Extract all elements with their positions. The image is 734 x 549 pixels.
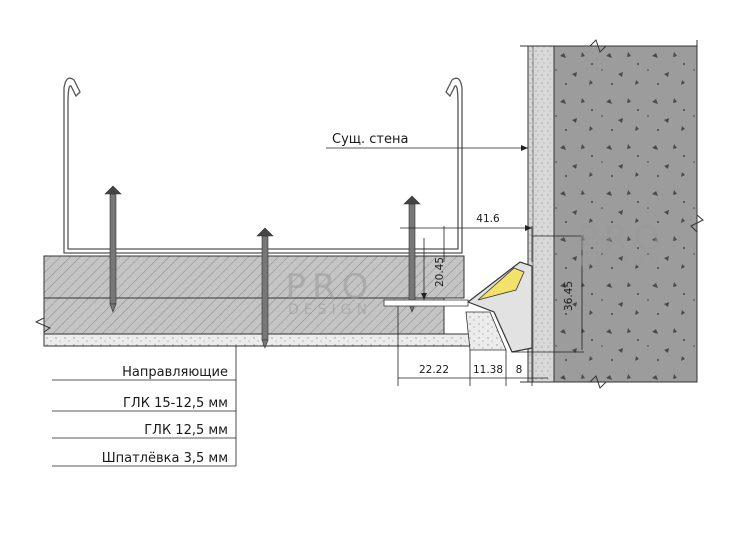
dim-22-22: 22.22 — [419, 364, 449, 376]
dim-41-6: 41.6 — [476, 213, 500, 225]
label-guides: Направляющие — [122, 365, 228, 380]
label-gkl-15-12-5: ГЛК 15-12,5 мм — [123, 396, 228, 411]
left-break-mark — [34, 256, 52, 346]
watermark-right-design: DESIGN — [580, 254, 664, 270]
label-gkl-12-5: ГЛК 12,5 мм — [144, 423, 228, 438]
screws — [104, 185, 421, 349]
dim-11-38: 11.38 — [473, 364, 503, 376]
dimension-lines — [52, 145, 584, 467]
watermark-right: PRO DESIGN — [578, 219, 667, 270]
putty-layer — [43, 333, 479, 347]
screw-1 — [104, 185, 122, 313]
gypsum-board-upper — [43, 255, 465, 299]
watermark-left-design: DESIGN — [288, 302, 372, 318]
guide-profile — [63, 77, 463, 254]
watermark-left: PRO DESIGN — [286, 267, 375, 318]
label-existing-wall: Сущ. стена — [332, 132, 408, 147]
dim-8: 8 — [516, 364, 523, 376]
watermark-right-pro: PRO — [578, 219, 667, 259]
dim-20-45: 20.45 — [434, 257, 446, 287]
existing-wall — [520, 39, 704, 389]
watermark-left-pro: PRO — [286, 267, 375, 307]
led-profile — [383, 261, 533, 353]
dim-36-45: 36.45 — [563, 281, 575, 311]
screw-2 — [256, 227, 274, 349]
label-putty: Шпатлёвка 3,5 мм — [102, 451, 228, 466]
